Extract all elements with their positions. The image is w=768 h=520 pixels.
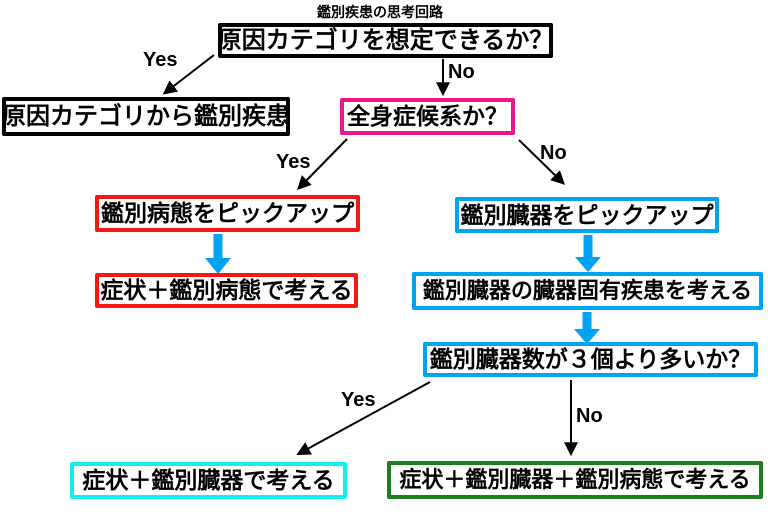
node-question-systemic: 全身症候系か？: [340, 98, 515, 135]
node-question-cause-category: 原因カテゴリを想定できるか？: [218, 23, 553, 58]
thick-arrow-organ-down-1: [575, 235, 601, 272]
thick-arrow-pathology-down: [205, 234, 231, 274]
node-symptom-pathology: 症状＋鑑別病態で考える: [95, 273, 358, 308]
edge-label-no-2: No: [540, 142, 567, 164]
edge-label-yes-2: Yes: [276, 151, 311, 173]
edge-label-no-3: No: [576, 405, 603, 427]
edge-label-yes-3: Yes: [341, 389, 376, 411]
thick-arrow-organ-down-2: [574, 312, 600, 344]
edge-label-yes-1: Yes: [143, 49, 178, 71]
edge-label-no-1: No: [448, 61, 475, 83]
node-pickup-pathology: 鑑別病態をピックアップ: [95, 195, 360, 232]
node-symptom-organ-pathology: 症状＋鑑別臓器＋鑑別病態で考える: [387, 461, 763, 499]
node-pickup-organ: 鑑別臓器をピックアップ: [455, 197, 719, 233]
node-organ-specific-disease: 鑑別臓器の臓器固有疾患を考える: [412, 272, 763, 310]
node-symptom-organ: 症状＋鑑別臓器で考える: [70, 462, 347, 499]
node-question-organ-count: 鑑別臓器数が３個より多いか？: [423, 342, 758, 377]
node-cause-to-differential: 原因カテゴリから鑑別疾患: [2, 97, 290, 136]
diagram-title: 鑑別疾患の思考回路: [317, 4, 443, 20]
